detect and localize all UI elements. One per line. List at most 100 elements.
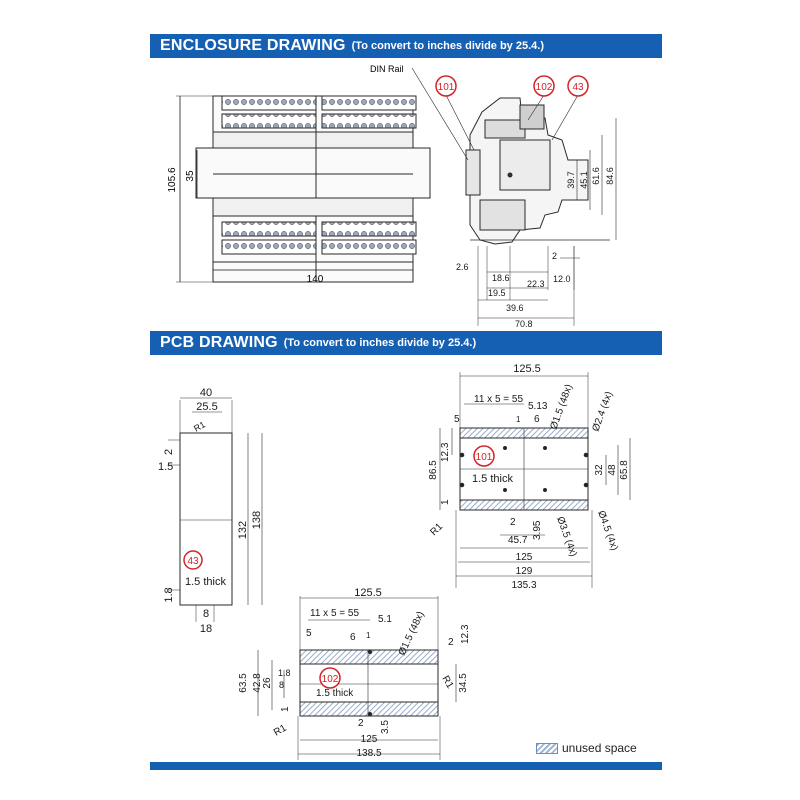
dim-5-b: 5 [306,628,312,639]
dim-105-6: 105.6 [167,167,178,192]
dim-34-5: 34.5 [458,673,469,693]
dim-125: 125 [516,552,533,563]
dim-42-8: 42.8 [252,673,263,693]
dim-12-3-b: 12.3 [460,624,471,644]
dim-r1-b-right: R1 [439,674,455,691]
enclosure-front-view [176,95,431,283]
dim-61-6: 61.6 [591,167,601,185]
dim-2-b: 2 [448,637,454,648]
dim-32: 32 [594,464,605,476]
dim-3-5: 3.5 [380,720,391,734]
dim-45-7: 45.7 [508,535,528,546]
dim-135-3: 135.3 [511,580,536,591]
callout-102: 102 [533,75,555,97]
callout-43-pcb: 43 [183,550,203,570]
svg-text:43: 43 [572,82,584,93]
dim-1-101: 1 [440,499,451,505]
dim-1-b-top: 1 [366,631,371,640]
pcb-43-note: 1.5 thick [185,576,226,588]
dim-84-6: 84.6 [605,167,615,185]
dim-39-7: 39.7 [566,171,576,189]
dim-11x5-b: 11 x 5 = 55 [310,608,359,619]
enclosure-header: ENCLOSURE DRAWING (To convert to inches … [150,34,662,58]
din-rail-label: DIN Rail [370,64,404,74]
dim-r1: R1 [192,419,207,433]
dim-12-0: 12.0 [553,274,571,284]
dim-35: 35 [185,170,196,182]
dim-125-b: 125 [361,734,378,745]
dim-86-5: 86.5 [428,460,439,480]
pcb-title: PCB DRAWING [160,334,278,351]
dim-hole-3-5: Ø3.5 (4x) [554,515,579,558]
enclosure-title: ENCLOSURE DRAWING [160,37,346,54]
dim-2-b-bottom: 2 [358,718,364,729]
hatch-swatch [536,742,558,754]
dim-1-top: 1 [516,415,521,424]
dim-5: 5 [454,414,460,425]
dim-5-1: 5.1 [378,614,392,625]
dim-1-5: 1.5 [158,461,173,473]
dim-26: 26 [262,677,273,689]
pcb-43-board [168,397,263,622]
dim-1-8: 1.8 [163,587,175,602]
dim-65-8: 65.8 [619,460,630,480]
dim-39-6: 39.6 [506,303,524,313]
enclosure-subtitle: (To convert to inches divide by 25.4.) [351,40,544,52]
dim-48: 48 [607,464,618,476]
dim-25-5: 25.5 [196,401,217,413]
dim-2-101: 2 [510,517,516,528]
dim-8: 8 [203,608,209,620]
dim-125-5-b: 125.5 [354,587,382,599]
legend-label: unused space [562,741,637,755]
svg-text:102: 102 [536,82,553,93]
dim-125-5: 125.5 [513,363,541,375]
pcb-101-note: 1.5 thick [472,473,513,485]
enclosure-side-view [411,67,617,326]
side-dims: 39.7 45.1 61.6 84.6 2 2.6 18.6 22.3 12.0… [456,167,615,329]
dim-6: 6 [534,414,540,425]
dim-132: 132 [237,521,249,539]
svg-text:101: 101 [438,82,455,93]
pcb-102-board [257,596,457,760]
dim-3-95: 3.95 [532,520,543,540]
pcb-subtitle: (To convert to inches divide by 25.4.) [283,337,477,349]
bottom-bar [150,762,662,770]
pcb-header: PCB DRAWING (To convert to inches divide… [150,331,662,355]
dim-8-b: 8 [279,680,284,690]
dim-138: 138 [251,511,263,529]
dim-r1-101: R1 [428,521,445,538]
dim-11x5: 11 x 5 = 55 [474,394,523,405]
dim-18-6: 18.6 [492,273,510,283]
svg-text:43: 43 [187,556,199,567]
dim-19-5: 19.5 [488,288,506,298]
pcb-102-note: 1.5 thick [316,688,354,699]
dim-r1-b-left: R1 [272,722,289,738]
callout-43: 43 [567,75,589,97]
callout-102-pcb: 102 [319,667,341,689]
dim-2-6: 2.6 [456,262,469,272]
dim-40: 40 [200,387,212,399]
dim-70-8: 70.8 [515,319,533,329]
dim-1-b: 1 [280,706,291,712]
callout-101-pcb: 101 [473,445,495,467]
dim-5-13: 5.13 [528,401,548,412]
dim-hole-2-4: Ø2.4 (4x) [590,390,615,433]
dim-22-3: 22.3 [527,279,545,289]
dim-140: 140 [307,274,324,285]
pcb-43-labels: 40 25.5 R1 2 1.5 132 138 1.8 8 18 1.5 th… [158,387,263,635]
dim-2: 2 [552,251,557,261]
dim-45-1: 45.1 [579,171,589,189]
dim-6-b: 6 [350,632,356,643]
dim-63-5: 63.5 [238,673,249,693]
dim-129: 129 [516,566,533,577]
dim-hole-4-5: Ø4.5 (4x) [595,509,620,552]
svg-text:102: 102 [322,674,339,685]
svg-text:101: 101 [476,452,493,463]
dim-hole-1-5: Ø1.5 (48x) [548,383,574,431]
dim-18: 18 [200,623,212,635]
dim-138-5: 138.5 [356,748,381,759]
dim-12-3: 12.3 [440,442,451,462]
callout-101: 101 [435,75,457,97]
legend: unused space [536,741,637,755]
